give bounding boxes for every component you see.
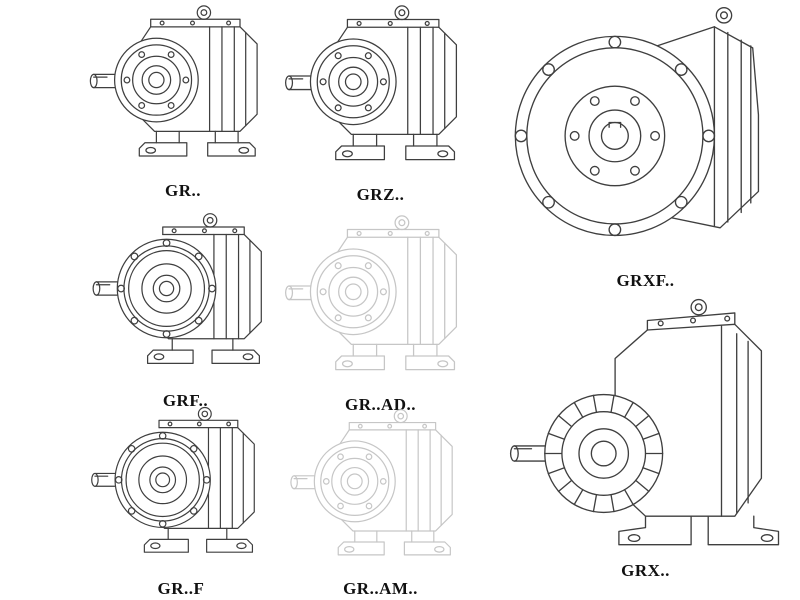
gr-am-gearbox-drawing [283, 406, 478, 576]
figure-grz: GRZ.. [283, 2, 478, 205]
model-label-gr-am: GR..AM.. [343, 579, 418, 598]
model-label-gr-ad: GR..AD.. [344, 395, 417, 414]
gr-gearbox-drawing [88, 2, 278, 178]
grf-gearbox-drawing [88, 208, 283, 388]
gr-ad-gearbox-drawing [283, 212, 478, 392]
figure-gr-am: GR..AM.. [283, 406, 478, 599]
figure-grx: GRX.. [498, 292, 793, 581]
figure-gr-ad: GR..AD.. [283, 212, 478, 415]
figure-gr: GR.. [88, 2, 278, 201]
figure-grxf: GRXF.. [498, 0, 793, 291]
model-label-grz: GRZ.. [356, 185, 405, 204]
grz-gearbox-drawing [283, 2, 478, 182]
grx-gearbox-drawing [498, 292, 793, 558]
model-label-grf: GRF.. [162, 391, 209, 410]
figure-grf: GRF.. [88, 208, 283, 411]
model-label-grxf: GRXF.. [616, 271, 675, 290]
model-label-gr-f: GR..F [157, 579, 205, 598]
gr-f-gearbox-drawing [86, 402, 276, 576]
model-label-grx: GRX.. [621, 561, 670, 580]
figure-gr-f: GR..F [86, 402, 276, 599]
grxf-gearbox-drawing [498, 0, 793, 268]
model-label-gr: GR.. [165, 181, 201, 200]
